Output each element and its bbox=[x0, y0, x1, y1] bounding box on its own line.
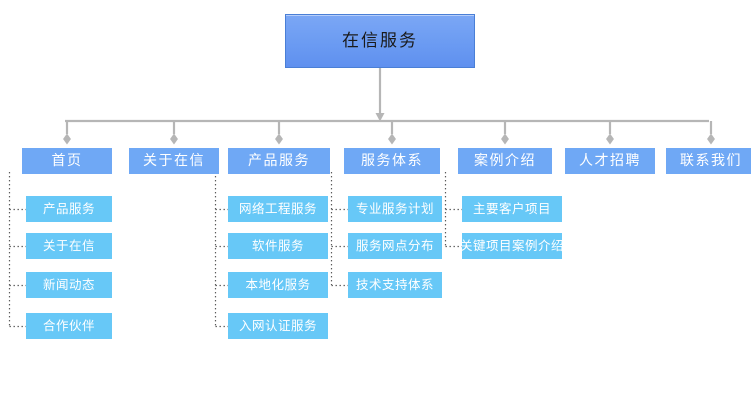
leaf-node-0-1[interactable]: 关于在信 bbox=[26, 233, 112, 259]
leaf-node-4-0[interactable]: 主要客户项目 bbox=[462, 196, 562, 222]
branch-node-3[interactable]: 服务体系 bbox=[344, 148, 440, 174]
leaf-node-2-0[interactable]: 网络工程服务 bbox=[228, 196, 328, 222]
branch-node-4[interactable]: 案例介绍 bbox=[458, 148, 552, 174]
leaf-node-2-2[interactable]: 本地化服务 bbox=[228, 272, 328, 298]
leaf-node-0-2[interactable]: 新闻动态 bbox=[26, 272, 112, 298]
branch-node-5[interactable]: 人才招聘 bbox=[565, 148, 655, 174]
leaf-node-3-0[interactable]: 专业服务计划 bbox=[348, 196, 442, 222]
leaf-node-3-1[interactable]: 服务网点分布 bbox=[348, 233, 442, 259]
branch-node-1[interactable]: 关于在信 bbox=[129, 148, 219, 174]
leaf-node-3-2[interactable]: 技术支持体系 bbox=[348, 272, 442, 298]
leaf-node-0-0[interactable]: 产品服务 bbox=[26, 196, 112, 222]
root-node[interactable]: 在信服务 bbox=[285, 14, 475, 68]
leaf-node-0-3[interactable]: 合作伙伴 bbox=[26, 313, 112, 339]
branch-node-6[interactable]: 联系我们 bbox=[666, 148, 751, 174]
branch-node-0[interactable]: 首页 bbox=[22, 148, 112, 174]
leaf-node-2-3[interactable]: 入网认证服务 bbox=[228, 313, 328, 339]
leaf-node-4-1[interactable]: 关键项目案例介绍 bbox=[460, 233, 564, 259]
branch-node-2[interactable]: 产品服务 bbox=[228, 148, 330, 174]
leaf-node-2-1[interactable]: 软件服务 bbox=[228, 233, 328, 259]
